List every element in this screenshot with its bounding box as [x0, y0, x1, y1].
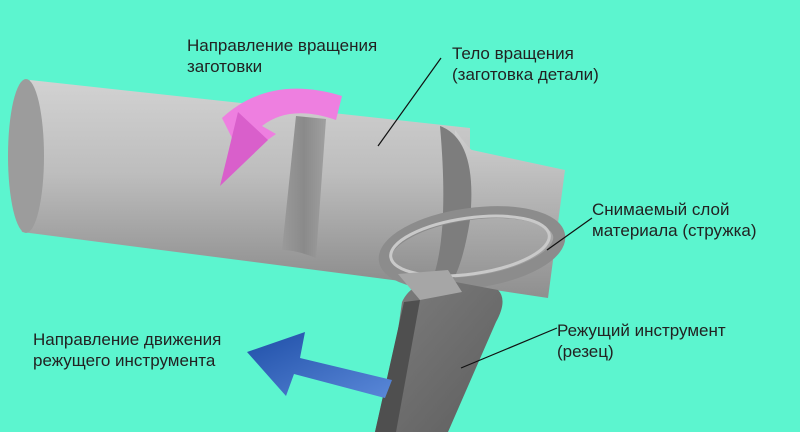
body-of-rotation-line1: Тело вращения	[452, 44, 574, 63]
workpiece-groove-band	[282, 116, 326, 258]
feed-direction-label: Направление движения режущего инструмент…	[33, 329, 221, 371]
rotation-direction-label: Направление вращения заготовки	[187, 35, 377, 77]
chip	[378, 206, 566, 290]
cutting-tool-line1: Режущий инструмент	[557, 321, 726, 340]
rotation-direction-line1: Направление вращения	[187, 36, 378, 55]
body-of-rotation-label: Тело вращения (заготовка детали)	[452, 43, 599, 85]
feed-direction-line1: Направление движения	[33, 330, 222, 349]
rotation-arrow-head	[220, 112, 268, 186]
cutting-tool-label: Режущий инструмент (резец)	[557, 320, 726, 362]
feed-direction-line2: режущего инструмента	[33, 351, 216, 370]
tool-side	[375, 300, 420, 432]
feed-direction-arrow	[247, 332, 392, 398]
cutting-tool-line2: (резец)	[557, 342, 614, 361]
removed-layer-line2: материала (стружка)	[592, 221, 757, 240]
leader-line-body	[377, 57, 442, 147]
rotation-direction-line2: заготовки	[187, 57, 263, 76]
body-of-rotation-line2: (заготовка детали)	[452, 65, 599, 84]
tool-tip	[398, 270, 462, 300]
workpiece-end-face	[8, 79, 44, 233]
step-shoulder	[430, 126, 472, 288]
leader-line-tool	[460, 327, 558, 369]
leader-line-chip	[546, 217, 593, 251]
workpiece-body	[12, 80, 470, 290]
cutting-tool	[375, 270, 503, 432]
chip-ring-outer	[378, 206, 566, 290]
removed-layer-line1: Снимаемый слой	[592, 200, 730, 219]
removed-layer-label: Снимаемый слой материала (стружка)	[592, 199, 757, 241]
chip-ring-highlight	[389, 214, 551, 278]
